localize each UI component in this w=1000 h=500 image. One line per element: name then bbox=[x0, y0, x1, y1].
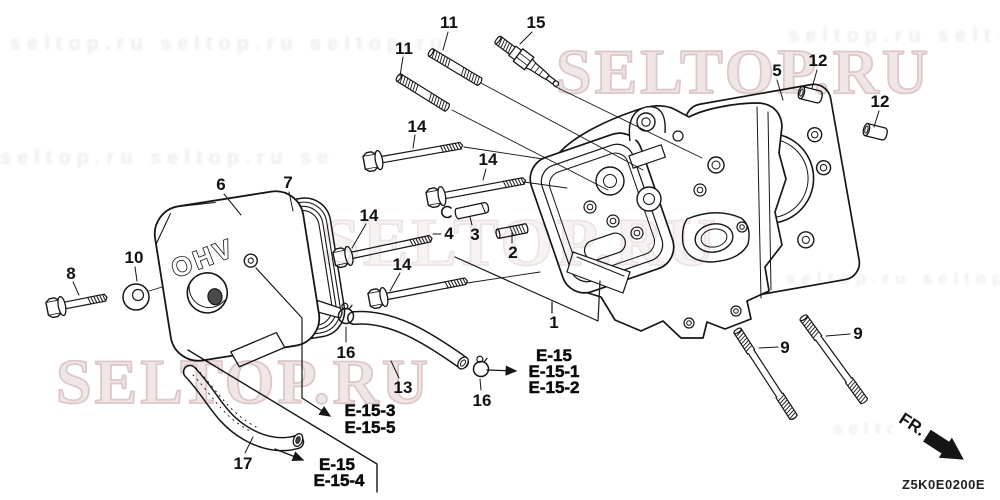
callout-9-b: 9 bbox=[853, 324, 863, 343]
callout-5: 5 bbox=[772, 61, 782, 80]
front-label: FR. bbox=[896, 409, 929, 440]
callout-10: 10 bbox=[124, 248, 144, 267]
dowel-pin-small-drawing bbox=[454, 202, 490, 220]
callout-14-c: 14 bbox=[359, 206, 379, 225]
callout-9-a: 9 bbox=[780, 338, 790, 357]
callout-13: 13 bbox=[393, 378, 413, 397]
cover-bolt-drawing bbox=[44, 287, 110, 320]
tube-clip-b bbox=[471, 354, 491, 379]
callout-16-a: 16 bbox=[336, 343, 356, 362]
callout-8: 8 bbox=[66, 264, 76, 283]
breather-tube-13-drawing bbox=[347, 310, 469, 370]
cover-washer-drawing bbox=[122, 283, 150, 311]
flange-bolt-d bbox=[366, 270, 470, 311]
ref-e15-block3-line1: E-15 bbox=[319, 455, 355, 474]
callout-12-b: 12 bbox=[870, 92, 890, 111]
callout-3: 3 bbox=[470, 225, 480, 244]
clip-ring-drawing bbox=[440, 205, 452, 219]
breather-tube-17-drawing bbox=[182, 364, 305, 452]
callout-2: 2 bbox=[508, 243, 518, 262]
flange-bolt-b bbox=[424, 170, 528, 209]
callout-1: 1 bbox=[549, 313, 559, 332]
flange-bolt-c bbox=[331, 228, 435, 270]
ref-e15-block1-line2: E-15-1 bbox=[528, 362, 580, 381]
ref-e15-block2-line2: E-15-5 bbox=[344, 418, 396, 437]
callout-17: 17 bbox=[233, 454, 253, 473]
cylinder-head-drawing bbox=[529, 102, 787, 339]
dowel-pin-b bbox=[861, 122, 889, 142]
front-arrow-icon bbox=[923, 429, 964, 460]
callout-11-b: 11 bbox=[395, 39, 413, 58]
callout-14-a: 14 bbox=[407, 117, 427, 136]
stud-carb-drawing bbox=[495, 223, 529, 239]
cover-breather-stub bbox=[313, 299, 343, 319]
callout-14-b: 14 bbox=[478, 150, 498, 169]
assembly-centerlines bbox=[148, 82, 703, 292]
drawing-code: Z5K0E0200E bbox=[902, 477, 986, 492]
callout-7: 7 bbox=[283, 173, 293, 192]
callout-4: 4 bbox=[444, 224, 454, 243]
spark-plug-drawing bbox=[494, 35, 560, 87]
flange-bolt-a bbox=[361, 135, 465, 173]
head-cover-drawing: OHV bbox=[153, 190, 321, 368]
ref-e15-block2-line1: E-15-3 bbox=[344, 401, 396, 420]
ref-e15-block1-line1: E-15 bbox=[536, 346, 572, 365]
callout-16-b: 16 bbox=[472, 391, 492, 410]
callout-14-d: 14 bbox=[392, 255, 412, 274]
label-leaders bbox=[72, 31, 880, 454]
ref-e15-block3-line2: E-15-4 bbox=[313, 471, 365, 490]
head-stud-b bbox=[394, 72, 452, 113]
head-stud-a bbox=[426, 47, 484, 87]
callout-12-a: 12 bbox=[808, 51, 828, 70]
reference-lines bbox=[187, 256, 601, 493]
callout-11-a: 11 bbox=[440, 13, 458, 32]
callout-6: 6 bbox=[216, 175, 226, 194]
front-direction-marker: FR. bbox=[896, 409, 964, 460]
callout-15: 15 bbox=[526, 13, 546, 32]
ref-e15-block1-line3: E-15-2 bbox=[528, 378, 580, 397]
